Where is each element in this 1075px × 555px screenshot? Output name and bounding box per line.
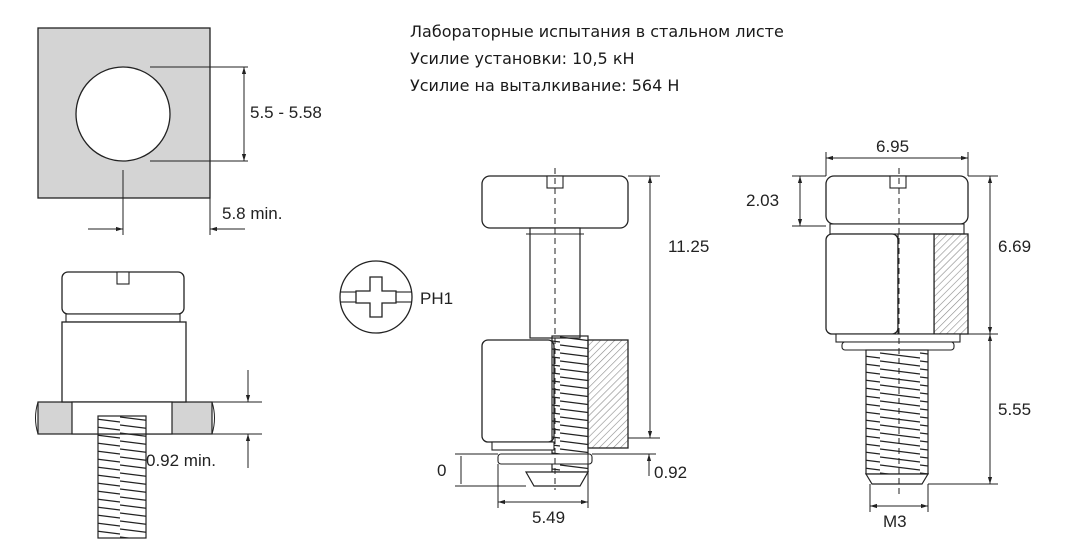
front-thread [551, 335, 589, 473]
front-length-dimension [628, 175, 660, 439]
front-ferrule [481, 339, 555, 443]
min-thickness-label: 0.92 min. [146, 451, 216, 470]
head-diameter-dimension [825, 152, 969, 176]
retract-label: 0 [437, 461, 446, 480]
section-thread [865, 349, 929, 475]
edge-distance-dimension [88, 170, 245, 235]
hole-diameter-dimension [150, 66, 248, 162]
body-diameter-label: 5.49 [532, 508, 565, 527]
panel-hole-view: 5.5 - 5.58 5.8 min. [37, 27, 322, 235]
drive-label: PH1 [420, 289, 453, 308]
section-view: 6.95 2.03 6.69 5.55 M3 [746, 137, 1031, 531]
thickness-dimension [212, 370, 262, 468]
front-length-label: 11.25 [668, 237, 709, 256]
phillips-cross-icon [355, 276, 397, 318]
installed-fastener-view: 0.92 min. [35, 271, 262, 539]
body-height-label: 6.69 [998, 237, 1031, 256]
section-ferrule-cut [933, 233, 969, 335]
lab-test-info: Лабораторные испытания в стальном листе … [410, 18, 784, 99]
hole-diameter-label: 5.5 - 5.58 [250, 103, 322, 122]
head-height-label: 2.03 [746, 191, 779, 210]
thread-size-dimension [869, 484, 929, 512]
protrusion-label: 0.92 [654, 463, 687, 482]
thread-size-label: M3 [883, 512, 907, 531]
body-diameter-dimension [497, 448, 589, 508]
protrusion-dimension [592, 453, 656, 476]
thread-length-label: 5.55 [998, 400, 1031, 419]
section-ferrule [825, 233, 899, 335]
thread-length-dimension [928, 334, 998, 485]
phillips-drive-symbol [339, 260, 413, 334]
head-height-dimension [792, 175, 826, 227]
front-ferrule-section [587, 339, 629, 449]
info-line-title: Лабораторные испытания в стальном листе [410, 22, 784, 41]
front-view: 11.25 0 0.92 5.49 [437, 168, 709, 527]
head-diameter-label: 6.95 [876, 137, 909, 156]
mounting-hole [75, 66, 171, 162]
info-line-pushout-force: Усилие на выталкивание: 564 Н [410, 76, 680, 95]
retract-dimension [455, 453, 526, 487]
info-line-install-force: Усилие установки: 10,5 кН [410, 49, 635, 68]
thread-shank [97, 415, 147, 539]
ferrule-body [61, 321, 187, 403]
head-slot [116, 271, 130, 285]
edge-distance-label: 5.8 min. [222, 204, 282, 223]
